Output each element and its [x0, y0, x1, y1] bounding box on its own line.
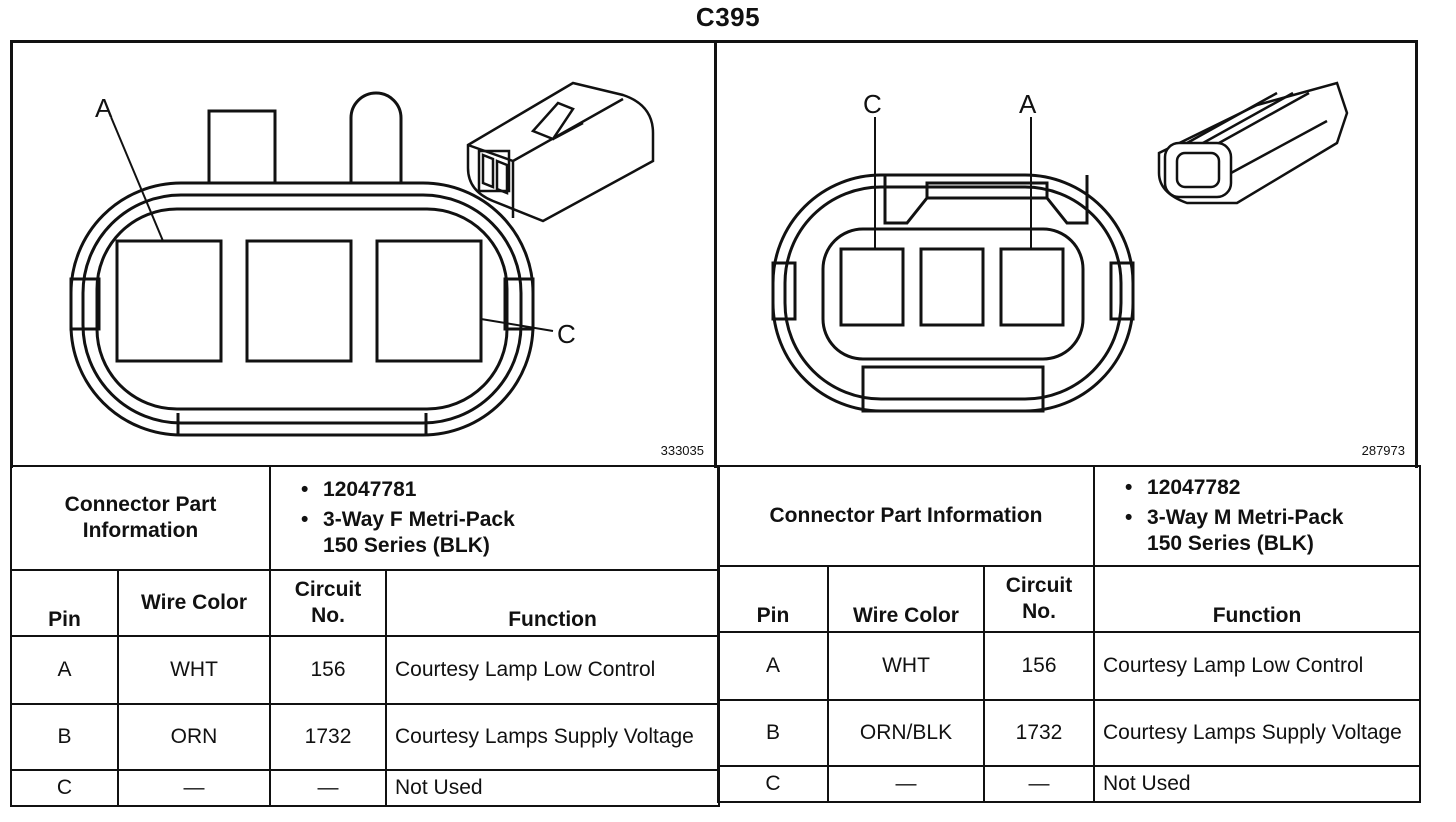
right-connector-table: Connector Part Information •12047782 •3-…	[716, 465, 1422, 803]
col-header-pin: Pin	[717, 565, 829, 633]
function-cell: Not Used	[1093, 765, 1422, 803]
table-row: A WHT 156 Courtesy Lamp Low Control	[10, 635, 721, 705]
wire-color-cell: ORN	[116, 703, 272, 771]
part-series: 150 Series (BLK)	[1147, 532, 1314, 556]
circuit-cell: —	[269, 769, 388, 807]
terminal-cavity-b	[245, 239, 353, 363]
left-connector-table: Connector Part Information •12047781 •3-…	[9, 465, 721, 807]
connector-left-notch	[771, 261, 797, 321]
col-header-wire-color: Wire Color	[116, 569, 272, 637]
part-info-row: Connector Part Information •12047781 •3-…	[9, 465, 721, 571]
connector-isometric-sketch	[1157, 81, 1349, 205]
wire-color-cell: —	[116, 769, 272, 807]
part-info-details: •12047782 •3-Way M Metri-Pack 150 Series…	[1093, 465, 1422, 567]
connector-bottom-key	[861, 365, 1045, 413]
table-row: A WHT 156 Courtesy Lamp Low Control	[717, 631, 1422, 701]
circuit-cell: 1732	[982, 699, 1096, 767]
connector-face	[821, 227, 1085, 361]
part-info-details: •12047781 •3-Way F Metri-Pack 150 Series…	[269, 465, 721, 571]
pin-cell: C	[717, 765, 829, 803]
left-connector-diagram-panel: A C 333035	[10, 40, 717, 468]
connector-right-notch	[503, 277, 535, 331]
table-row: B ORN/BLK 1732 Courtesy Lamps Supply Vol…	[717, 699, 1422, 767]
male-connector-diagram: C A	[771, 81, 1349, 413]
figure-number: 287973	[1361, 443, 1405, 458]
figure-number: 333035	[660, 443, 704, 458]
callout-label-c: C	[863, 89, 882, 119]
pin-cell: A	[717, 631, 829, 701]
pin-cell: A	[10, 635, 119, 705]
callout-leader-a	[110, 116, 164, 242]
function-cell: Courtesy Lamps Supply Voltage	[385, 703, 721, 771]
table-row: C — — Not Used	[717, 765, 1422, 803]
right-connector-diagram-panel: C A 287973	[717, 40, 1418, 468]
connector-inner-housing	[81, 193, 523, 425]
wire-color-cell: WHT	[827, 631, 985, 701]
connector-locking-post	[349, 91, 403, 211]
circuit-cell: 156	[982, 631, 1096, 701]
part-info-label: Connector Part Information	[9, 465, 272, 571]
part-info-label: Connector Part Information	[716, 465, 1096, 567]
part-description: 3-Way M Metri-Pack	[1147, 505, 1344, 529]
wire-color-cell: WHT	[116, 635, 272, 705]
circuit-cell: —	[982, 765, 1096, 803]
wire-color-cell: ORN/BLK	[827, 699, 985, 767]
connector-isometric-sketch	[466, 81, 655, 223]
connector-right-notch	[1109, 261, 1135, 321]
connector-left-notch	[69, 277, 101, 331]
part-number: 12047782	[1147, 475, 1241, 499]
part-description: 3-Way F Metri-Pack	[323, 507, 515, 531]
part-info-row: Connector Part Information •12047782 •3-…	[716, 465, 1422, 567]
connector-latch	[883, 175, 1089, 225]
function-cell: Courtesy Lamps Supply Voltage	[1093, 699, 1422, 767]
terminal-cavity-c	[375, 239, 483, 363]
col-header-function: Function	[385, 569, 721, 637]
pin-cell: B	[717, 699, 829, 767]
wire-color-cell: —	[827, 765, 985, 803]
function-cell: Courtesy Lamp Low Control	[1093, 631, 1422, 701]
callout-label-c: C	[557, 319, 576, 349]
connector-outer-housing	[69, 181, 535, 437]
col-header-function: Function	[1093, 565, 1422, 633]
col-header-circuit: Circuit No.	[982, 565, 1096, 633]
connector-inner-housing	[783, 185, 1123, 401]
connector-face	[95, 207, 509, 411]
col-header-pin: Pin	[10, 569, 119, 637]
circuit-cell: 1732	[269, 703, 388, 771]
callout-label-a: A	[1019, 89, 1037, 119]
terminal-cavity-c	[839, 247, 905, 327]
table-row: B ORN 1732 Courtesy Lamps Supply Voltage	[10, 703, 721, 771]
col-header-circuit: Circuit No.	[269, 569, 388, 637]
column-header-row: Pin Wire Color Circuit No. Function	[717, 565, 1422, 633]
function-cell: Courtesy Lamp Low Control	[385, 635, 721, 705]
terminal-cavity-a	[115, 239, 223, 363]
column-header-row: Pin Wire Color Circuit No. Function	[10, 569, 721, 637]
connector-top-tab	[207, 109, 277, 188]
pin-cell: B	[10, 703, 119, 771]
part-number: 12047781	[323, 477, 417, 501]
circuit-cell: 156	[269, 635, 388, 705]
callout-leader-c	[480, 318, 554, 332]
table-row: C — — Not Used	[10, 769, 721, 807]
page-title: C395	[695, 2, 761, 32]
connector-outer-housing	[771, 173, 1135, 413]
callout-label-a: A	[95, 93, 113, 123]
col-header-wire-color: Wire Color	[827, 565, 985, 633]
pin-cell: C	[10, 769, 119, 807]
function-cell: Not Used	[385, 769, 721, 807]
terminal-cavity-b	[919, 247, 985, 327]
female-connector-diagram: A C	[69, 81, 655, 437]
part-series: 150 Series (BLK)	[323, 534, 490, 558]
